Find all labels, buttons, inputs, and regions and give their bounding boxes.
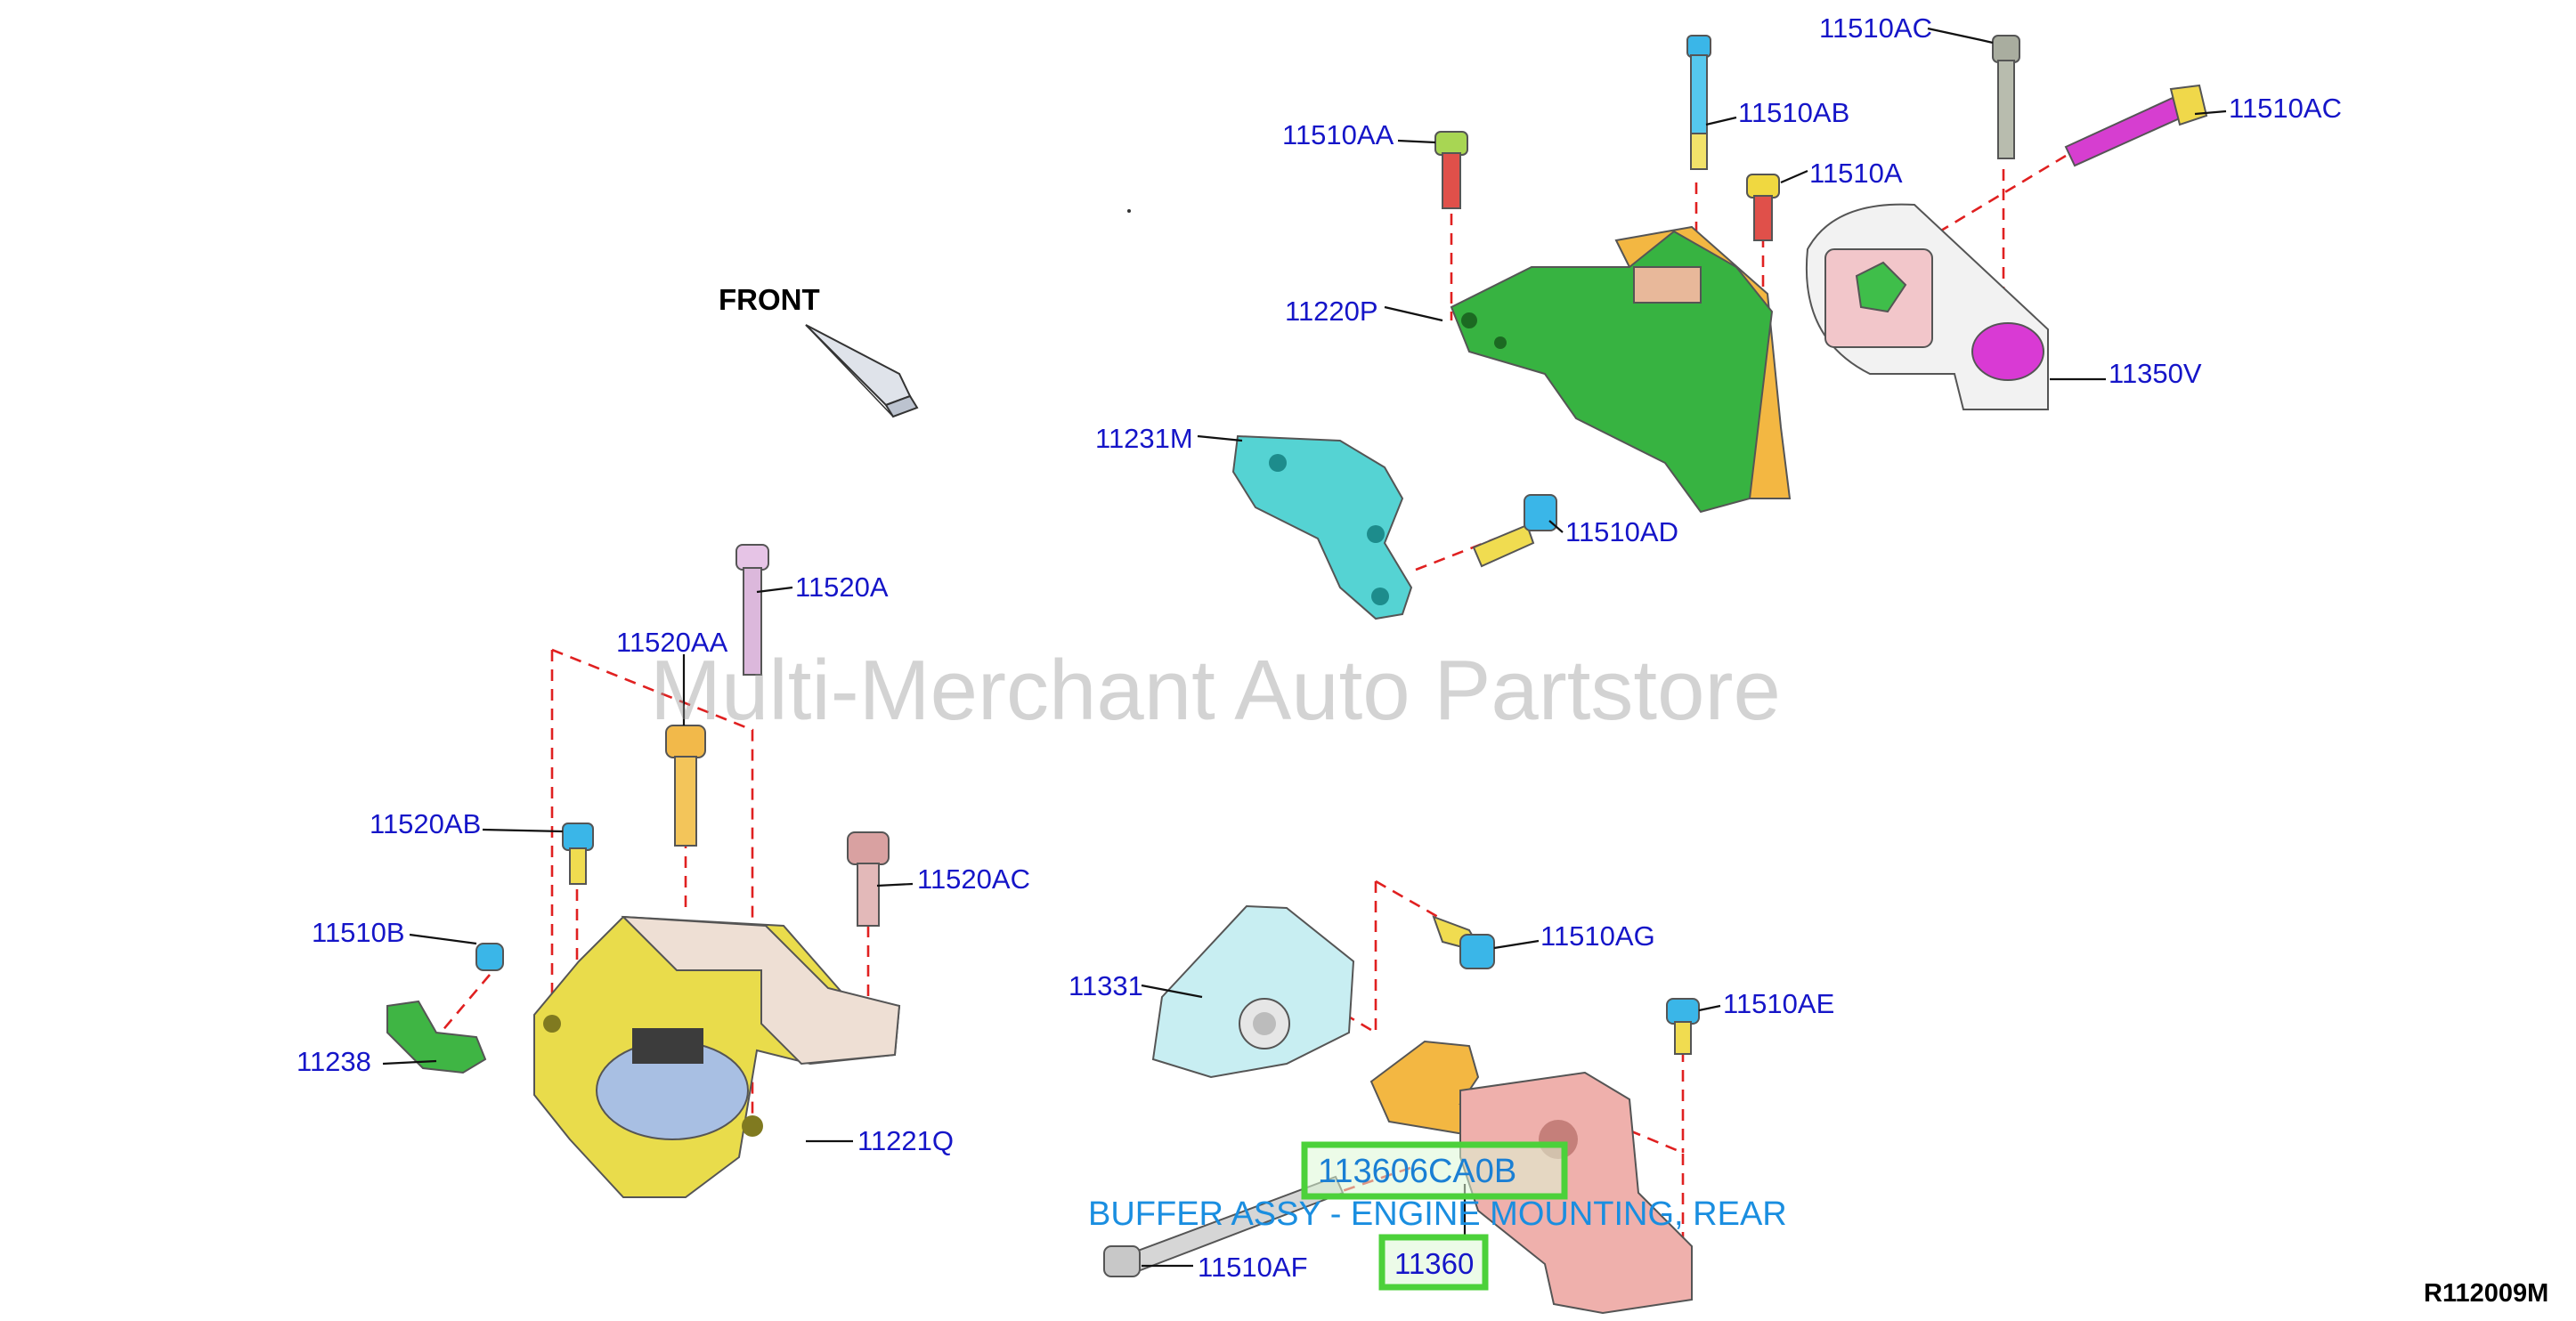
stray-dot [1127, 209, 1131, 213]
bolt-11510aa-icon [1434, 131, 1468, 209]
highlight-description: BUFFER ASSY - ENGINE MOUNTING, REAR [1088, 1195, 1787, 1233]
callout-11331[interactable]: 11331 [1069, 970, 1143, 1001]
highlight-part-number-box [1301, 1141, 1568, 1200]
callout-11510ag[interactable]: 11510AG [1540, 920, 1655, 952]
callout-11221q[interactable]: 11221Q [857, 1125, 954, 1156]
callout-11220p[interactable]: 11220P [1285, 296, 1378, 327]
callout-11520ab[interactable]: 11520AB [370, 808, 481, 839]
callout-11520ac[interactable]: 11520AC [917, 863, 1030, 895]
callout-11510ab[interactable]: 11510AB [1738, 97, 1849, 128]
bracket-11220p-icon [1450, 225, 1792, 514]
callout-11231m[interactable]: 11231M [1095, 423, 1193, 454]
callout-11510ac-top[interactable]: 11510AC [1819, 12, 1932, 44]
callout-11510ac-right[interactable]: 11510AC [2229, 93, 2342, 124]
callout-11510ad[interactable]: 11510AD [1565, 516, 1678, 547]
diagram-ref-code: R112009M [2424, 1279, 2548, 1308]
bolt-11510a-icon [1746, 174, 1780, 241]
callout-11510a[interactable]: 11510A [1809, 158, 1903, 189]
callout-11350v[interactable]: 11350V [2109, 358, 2202, 389]
bolt-11520ac-icon [847, 831, 890, 927]
bolt-11510ab-icon [1686, 35, 1711, 170]
bracket-11238-icon [386, 1000, 487, 1074]
bolt-11520a-icon [735, 544, 769, 676]
mount-11221q-icon [533, 915, 901, 1198]
callout-11510ae[interactable]: 11510AE [1723, 988, 1834, 1019]
bolt-11520aa-icon [665, 725, 706, 847]
highlight-callout[interactable]: 11360 [1394, 1247, 1474, 1280]
bracket-11331-icon [1151, 904, 1355, 1079]
bracket-11231m-icon [1231, 434, 1413, 620]
front-arrow-icon [805, 324, 919, 418]
callout-11520aa[interactable]: 11520AA [616, 627, 728, 658]
callout-11510aa[interactable]: 11510AA [1282, 119, 1394, 150]
bolt-11510ac-top-icon [1992, 35, 2020, 159]
bolt-11520ab-icon [562, 823, 594, 885]
bolt-11510ac-right-icon [2064, 84, 2208, 167]
highlight-part-number[interactable]: 113606CA0B [1318, 1153, 1516, 1190]
bolt-11510ag-icon [1432, 915, 1495, 969]
bolt-11510ad-icon [1472, 494, 1557, 568]
mount-11350v-icon [1805, 203, 2049, 410]
front-label: FRONT [719, 283, 820, 316]
buffer-11360-icon [1369, 1040, 1693, 1315]
callout-11238[interactable]: 11238 [297, 1046, 371, 1077]
callout-11510af[interactable]: 11510AF [1198, 1252, 1308, 1283]
watermark-text: Multi-Merchant Auto Partstore [650, 643, 1781, 738]
callout-11520a[interactable]: 11520A [795, 571, 889, 603]
bolt-11510ae-icon [1666, 998, 1700, 1055]
highlight-callout-box [1378, 1234, 1489, 1291]
nut-11510b-icon [475, 943, 504, 971]
callout-11510b[interactable]: 11510B [312, 917, 405, 948]
